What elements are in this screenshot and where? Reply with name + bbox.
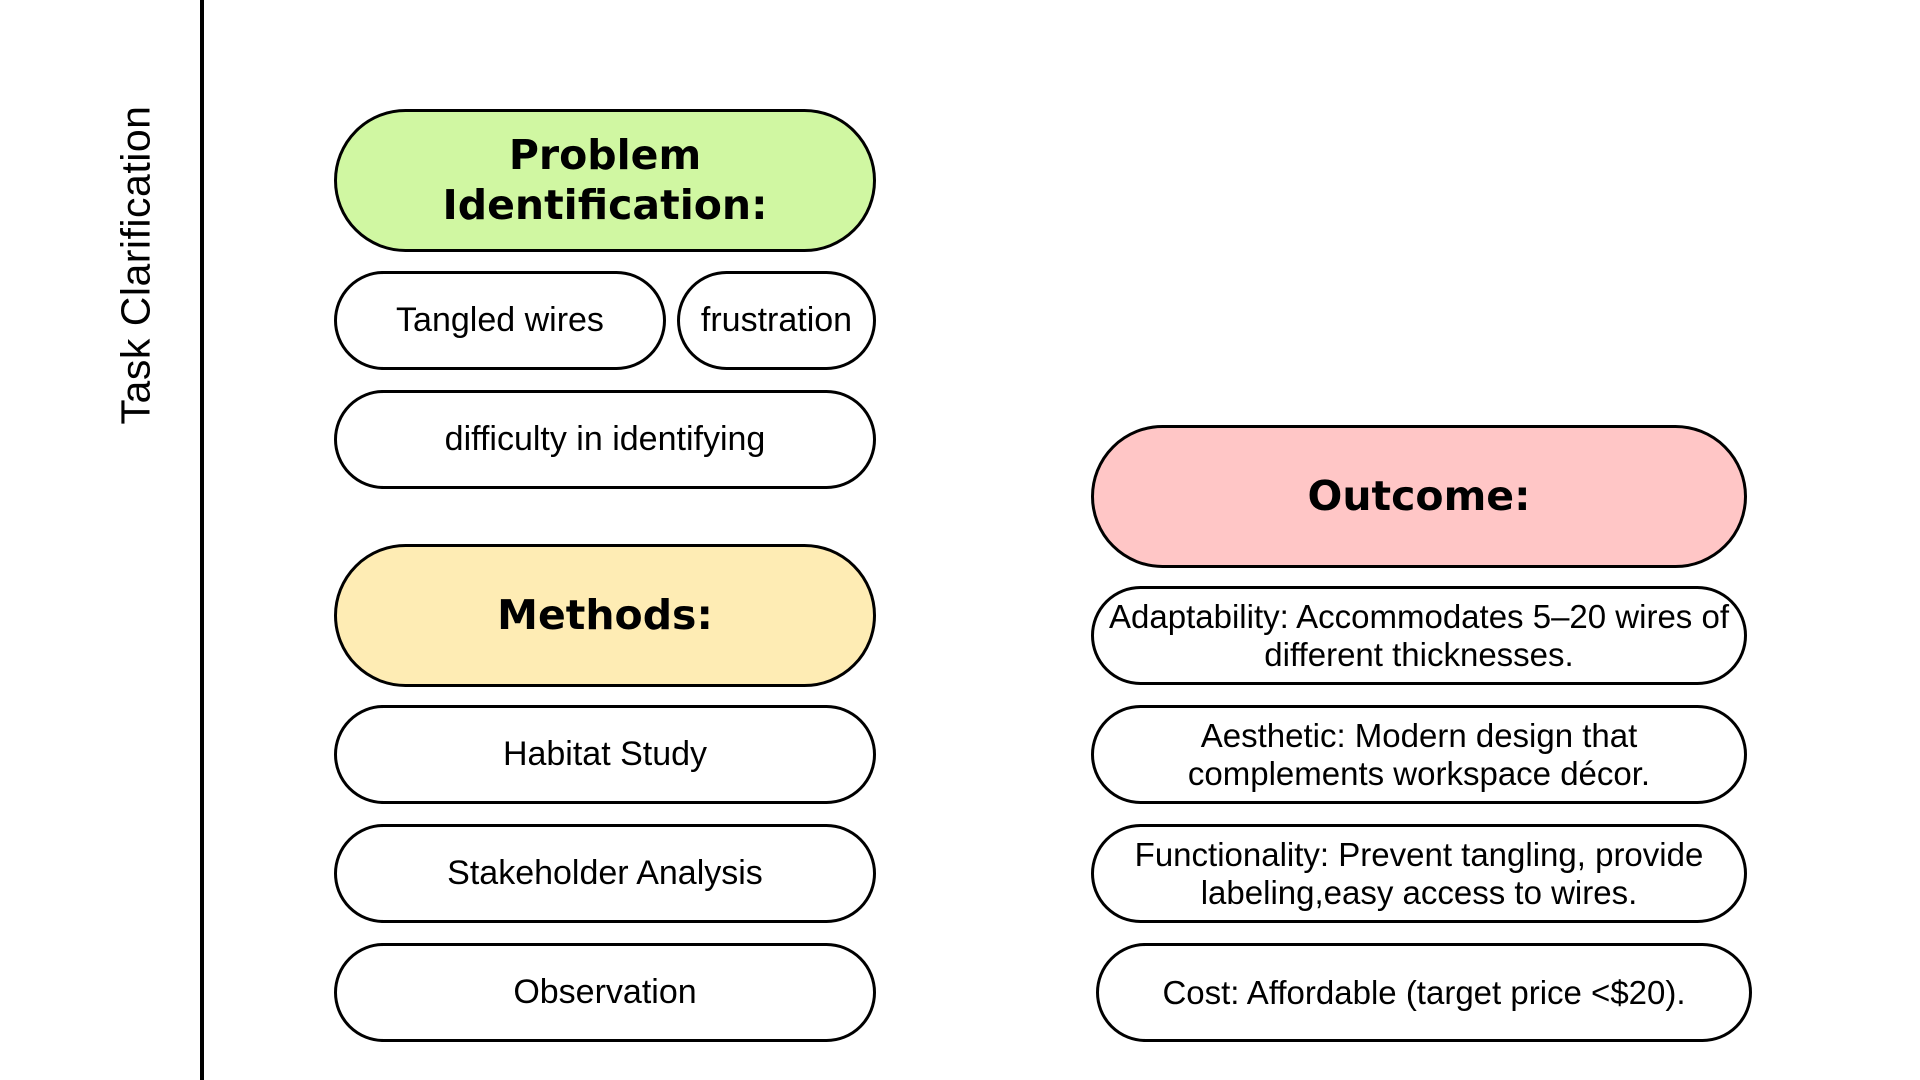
outcome-item-aesthetic: Aesthetic: Modern design that complement…: [1091, 705, 1747, 804]
problem-identification-header: Problem Identification:: [334, 109, 876, 252]
methods-item-habitat-study: Habitat Study: [334, 705, 876, 804]
problem-item-tangled-wires: Tangled wires: [334, 271, 666, 370]
methods-item-stakeholder-analysis: Stakeholder Analysis: [334, 824, 876, 923]
section-label-task-clarification: Task Clarification: [112, 105, 159, 425]
outcome-item-cost: Cost: Affordable (target price <$20).: [1096, 943, 1752, 1042]
outcome-item-functionality: Functionality: Prevent tangling, provide…: [1091, 824, 1747, 923]
vertical-divider: [200, 0, 204, 1080]
problem-item-frustration: frustration: [677, 271, 876, 370]
problem-item-difficulty: difficulty in identifying: [334, 390, 876, 489]
outcome-item-adaptability: Adaptability: Accommodates 5–20 wires of…: [1091, 586, 1747, 685]
methods-header: Methods:: [334, 544, 876, 687]
methods-item-observation: Observation: [334, 943, 876, 1042]
outcome-header: Outcome:: [1091, 425, 1747, 568]
